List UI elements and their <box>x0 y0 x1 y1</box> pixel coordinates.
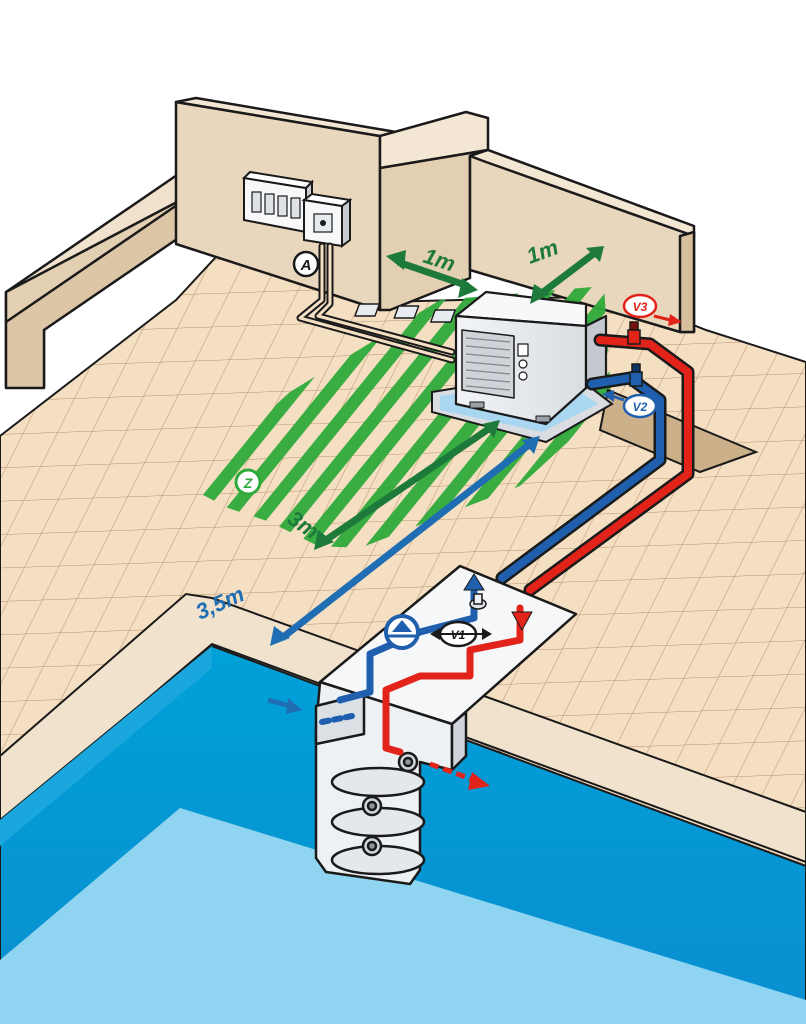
valve-v1-marker: V1 <box>430 620 492 648</box>
electrical-box-label: A <box>300 257 312 274</box>
valve-v3-label: V3 <box>633 300 648 314</box>
zone-label: Z <box>243 475 253 491</box>
heat-pump-unit <box>354 290 608 426</box>
electrical-box-marker: A <box>292 250 320 278</box>
bypass-valve-knob <box>469 593 487 610</box>
inflow-arrow <box>267 697 302 714</box>
electrical-cable <box>296 242 456 364</box>
clearance-stripe <box>218 286 494 548</box>
pool-inner-wall <box>0 646 212 846</box>
pool-floor-light <box>0 808 806 1024</box>
outflow-arrow <box>429 761 490 790</box>
valve-v2-label: V2 <box>633 400 648 414</box>
valve-v3-marker: V3 <box>622 293 682 326</box>
valve-v2-marker: V2 <box>602 390 658 419</box>
isolator-switch-box <box>301 192 353 248</box>
valve-v2 <box>629 363 643 387</box>
pump-icon <box>384 614 420 650</box>
boundary-walls <box>4 96 696 390</box>
zone-marker: Z <box>234 468 262 496</box>
valve-v3 <box>627 321 641 345</box>
flow-up-arrow <box>463 573 485 591</box>
flow-down-arrow <box>511 611 533 632</box>
